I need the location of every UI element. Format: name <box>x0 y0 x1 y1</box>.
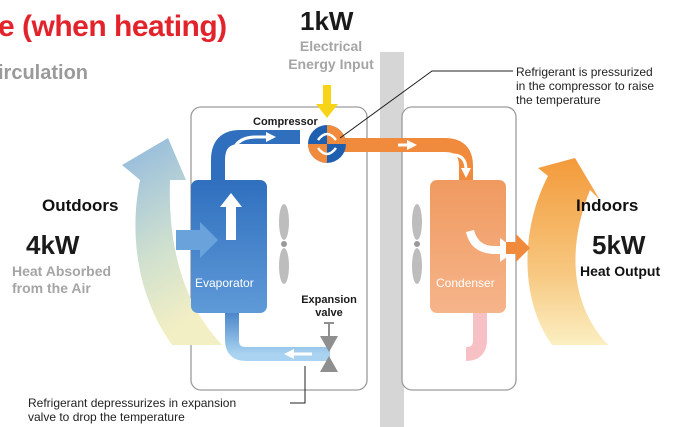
indoor-air-arrow <box>527 158 608 345</box>
indoors-desc: Heat Output <box>580 263 661 279</box>
flow-arrow-top-left-head <box>266 132 276 142</box>
compressor-label: Compressor <box>253 116 318 128</box>
page-title: e (when heating) <box>0 10 227 43</box>
expansion-valve-label-line1: Expansion <box>301 294 357 306</box>
flow-arrow-top-right-head <box>407 140 417 150</box>
pipe-left <box>211 130 300 180</box>
callout-line-compressor <box>339 70 513 139</box>
outdoors-label: Outdoors <box>42 196 119 215</box>
condenser-label: Condenser <box>436 276 495 290</box>
fan-icon <box>279 204 289 284</box>
compressor-note-line3: the temperature <box>516 93 601 107</box>
fan-icon <box>412 204 422 284</box>
flow-arrow-cond-down <box>452 153 468 171</box>
input-label-line1: Electrical <box>299 38 363 54</box>
outdoor-air-arrow <box>122 138 222 345</box>
outdoors-desc-line1: Heat Absorbed <box>12 263 112 279</box>
expansion-valve-icon <box>320 322 338 372</box>
evaporator-up-arrow <box>220 193 242 240</box>
page-subtitle: irculation <box>0 62 89 84</box>
outdoors-desc-line2: from the Air <box>12 280 91 296</box>
compressor-note-line1: Refrigerant is pressurized <box>516 65 653 79</box>
indoors-power: 5kW <box>592 230 646 260</box>
expansion-note-line2: valve to drop the temperature <box>28 410 185 424</box>
expansion-note-line1: Refrigerant depressurizes in expansion <box>28 396 237 410</box>
heat-into-evaporator-arrow <box>176 222 218 258</box>
compressor-note-line2: in the compressor to raise <box>516 79 655 93</box>
yellow-arrow-icon <box>316 85 338 118</box>
callout-line-expansion <box>290 366 306 404</box>
condenser-coil <box>430 180 506 313</box>
input-label-line2: Energy Input <box>288 56 374 72</box>
flow-arrow-top-left <box>230 135 268 161</box>
evaporator-coil <box>191 180 267 313</box>
pipe-left-lower <box>225 300 330 361</box>
outdoors-power: 4kW <box>26 230 80 260</box>
compressor-icon <box>308 125 346 163</box>
pipe-right-lower <box>465 300 487 361</box>
input-power: 1kW <box>300 6 354 36</box>
flow-arrow-bottom-right-head <box>430 349 440 359</box>
evaporator-label: Evaporator <box>195 276 254 290</box>
flow-arrow-cond-down-head <box>461 168 471 178</box>
flow-arrow-bottom-left-head <box>284 349 294 359</box>
expansion-valve-label-line2: valve <box>315 307 343 319</box>
heat-out-condenser-arrow <box>466 230 516 262</box>
wall <box>380 52 404 427</box>
indoors-label: Indoors <box>576 196 639 215</box>
heat-out-right-arrow <box>506 234 530 262</box>
flow-arrow-right-up-head <box>461 319 471 329</box>
